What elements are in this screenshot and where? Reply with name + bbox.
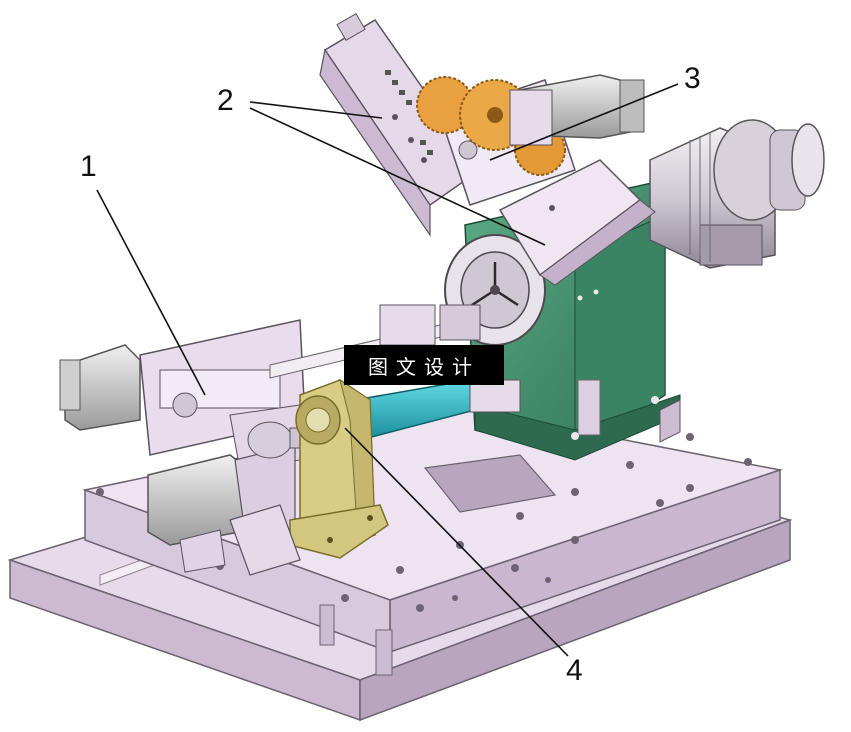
leader-line-1 xyxy=(96,189,206,396)
leader-line-2b xyxy=(249,107,546,246)
upper-stepper-motor xyxy=(509,74,645,146)
right-spindle-motor xyxy=(649,119,825,269)
callout-2: 2 xyxy=(217,84,234,117)
watermark-label: 图文设计 xyxy=(344,345,504,385)
table-brackets xyxy=(179,399,681,576)
callout-3: 3 xyxy=(684,62,701,95)
leader-line-3 xyxy=(489,83,679,161)
callout-4: 4 xyxy=(566,654,583,687)
yellow-bearing-block xyxy=(289,378,389,559)
leader-line-2a xyxy=(249,101,383,119)
cyan-cylinder xyxy=(354,379,521,441)
leader-line-4 xyxy=(344,427,569,657)
leader-lines xyxy=(96,83,679,657)
callout-1: 1 xyxy=(80,150,97,183)
